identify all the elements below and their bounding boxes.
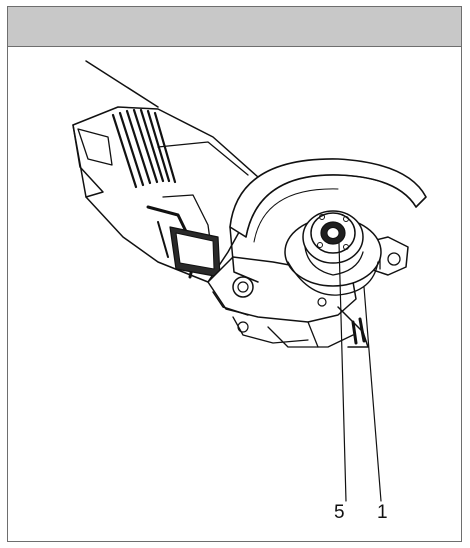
- callout-5-leader: [338, 242, 347, 502]
- callout-1-label: 1: [377, 502, 388, 523]
- spindle-flange: [284, 210, 382, 296]
- figure-frame: 5 1: [7, 6, 462, 542]
- angle-grinder-icon: [72, 60, 427, 502]
- power-cord: [85, 60, 159, 108]
- callout-5-label: 5: [334, 502, 345, 523]
- motor-housing: [72, 106, 259, 283]
- callout-1-leader: [363, 286, 382, 502]
- figure-header-bar: [8, 7, 461, 47]
